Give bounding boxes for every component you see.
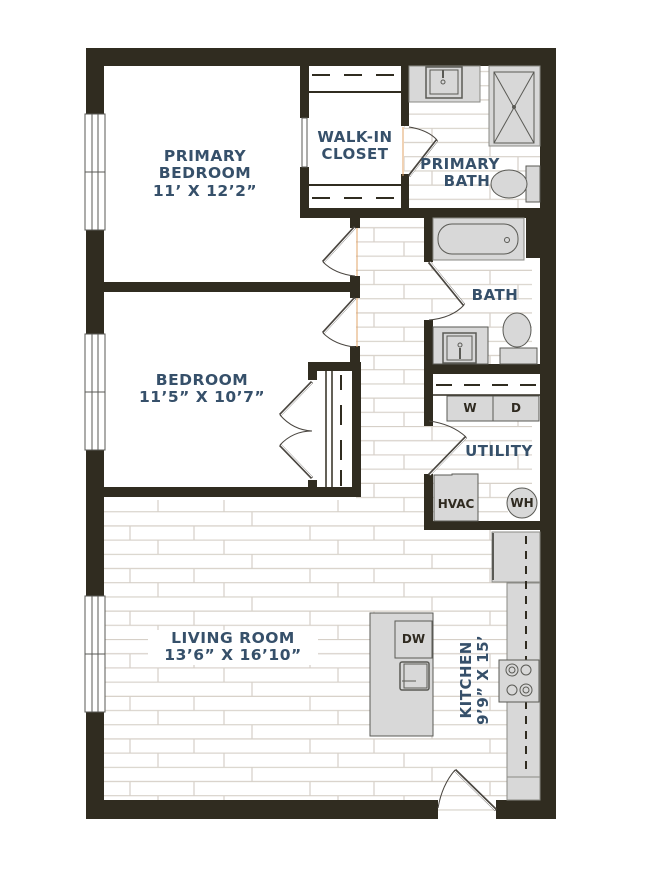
washer-dryer (446, 395, 540, 422)
stove (498, 659, 540, 703)
water-heater (506, 487, 538, 519)
room-name: KITCHEN (457, 641, 476, 719)
room-name: BATH (443, 171, 491, 190)
room-label-walk-in-closet: WALK-IN CLOSET (305, 129, 405, 163)
room-dimensions: 13’6” X 16’10” (164, 646, 302, 665)
room-label-utility: UTILITY (458, 443, 540, 460)
room-dimensions: 11’5” X 10’7” (138, 388, 266, 407)
washer-label: W (463, 401, 477, 415)
room-name: BEDROOM (158, 164, 252, 183)
dryer-label: D (511, 401, 521, 415)
room-name: BEDROOM (155, 371, 249, 389)
room-dimensions: 11’ X 12’2” (152, 181, 258, 200)
room-label-primary-bedroom: PRIMARY BEDROOM 11’ X 12’2” (130, 147, 280, 200)
interior-walls (104, 66, 540, 530)
toilet (490, 165, 541, 203)
bath-toilet (499, 312, 538, 365)
closet-shelf (309, 74, 540, 488)
primary-bath-vanity (408, 65, 481, 103)
room-name: WALK-IN (317, 128, 393, 146)
room-label-primary-bath: PRIMARY BATH (410, 156, 510, 190)
kitchen-island (369, 612, 434, 737)
room-name: LIVING ROOM (171, 629, 295, 647)
room-name: CLOSET (321, 144, 389, 163)
closet-opening (301, 117, 308, 168)
room-label-kitchen: KITCHEN 9’9” X 15’ (457, 615, 492, 745)
window (84, 113, 106, 231)
doors (278, 126, 498, 812)
room-label-bath: BATH (458, 287, 532, 304)
room-name: PRIMARY (420, 155, 500, 173)
bath-vanity (432, 326, 489, 365)
room-name: BATH (471, 286, 519, 304)
dishwasher-label: DW (401, 632, 426, 646)
room-label-bedroom: BEDROOM 11’5” X 10’7” (122, 371, 282, 407)
hvac-unit (433, 473, 479, 522)
hvac-label: HVAC (437, 497, 475, 511)
room-name: PRIMARY (163, 147, 247, 165)
room-dimensions: 9’9” X 15’ (474, 634, 492, 725)
window (84, 595, 106, 713)
room-name: UTILITY (465, 442, 533, 460)
bathtub (432, 217, 525, 261)
window (84, 333, 106, 451)
water-heater-label: WH (510, 496, 534, 510)
room-label-living-room: LIVING ROOM 13’6” X 16’10” (148, 629, 318, 665)
shower (488, 65, 541, 147)
